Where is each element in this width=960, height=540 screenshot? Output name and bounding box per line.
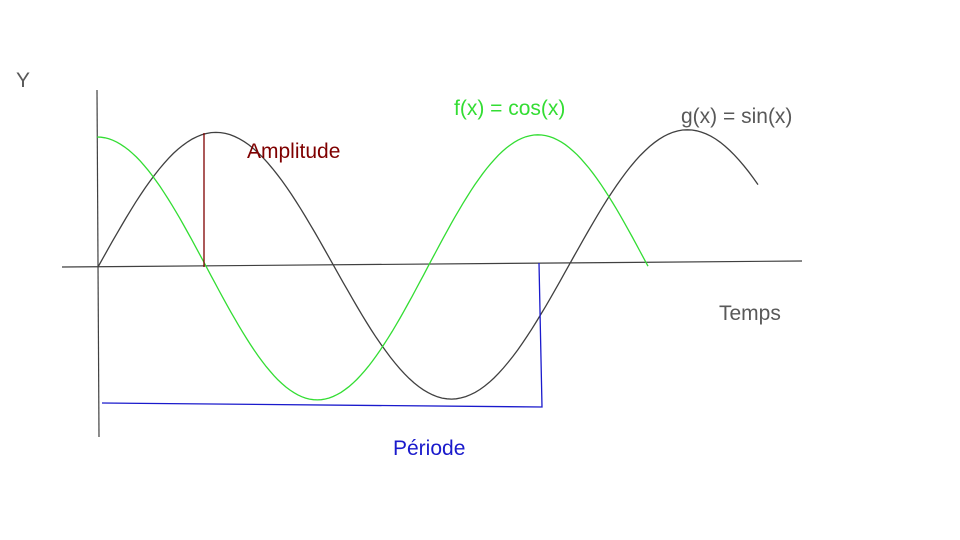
x-axis-label: Temps bbox=[719, 302, 781, 325]
y-axis-line bbox=[96, 89, 100, 438]
sin-curve-label: g(x) = sin(x) bbox=[681, 105, 793, 128]
period-bracket bbox=[101, 262, 543, 408]
cos-curve-label: f(x) = cos(x) bbox=[454, 97, 566, 120]
amplitude-label: Amplitude bbox=[247, 140, 341, 163]
sin-curve bbox=[97, 129, 759, 400]
cos-curve bbox=[96, 134, 649, 401]
x-axis-line bbox=[61, 260, 803, 268]
period-label: Période bbox=[393, 437, 466, 460]
y-axis-label: Y bbox=[16, 69, 31, 92]
